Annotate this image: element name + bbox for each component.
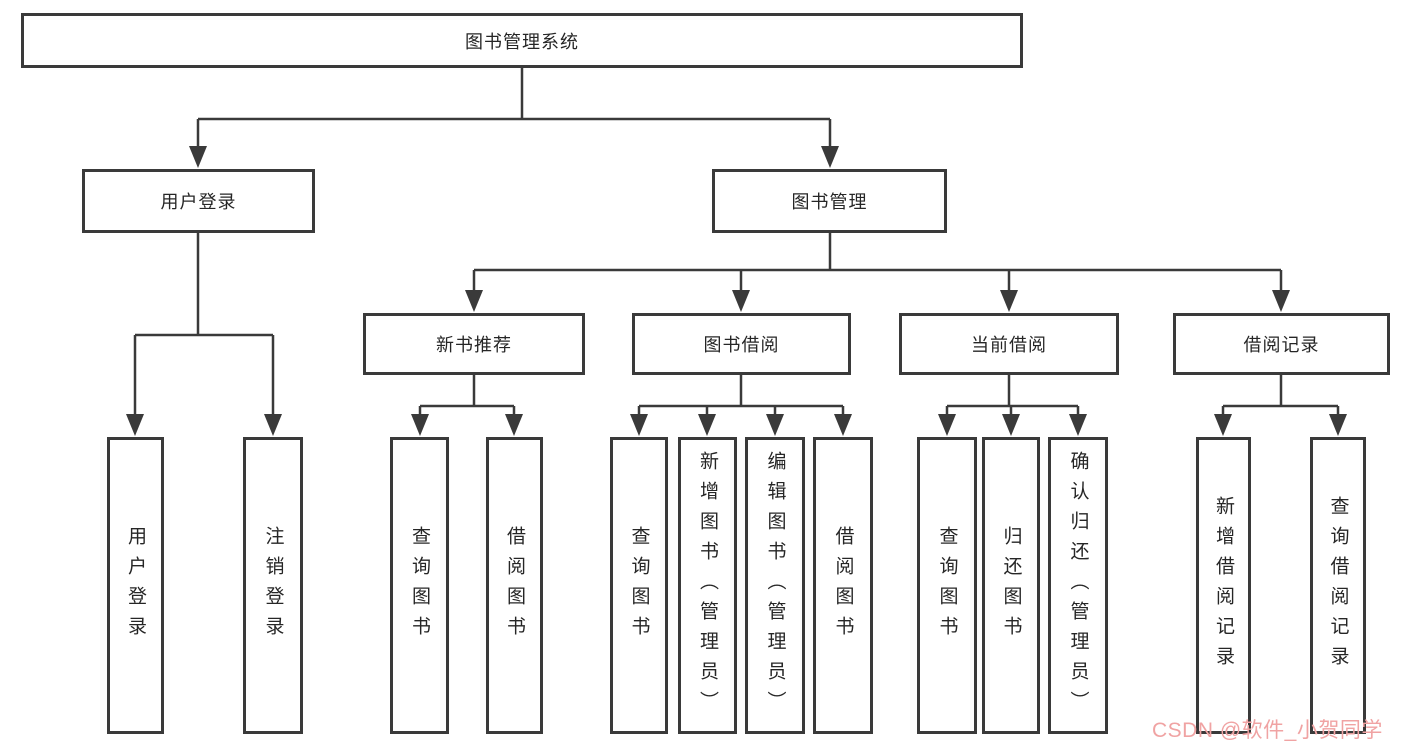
csdn-watermark: CSDN @软件_小贺同学 <box>1152 719 1383 742</box>
leaf-borrow-books-2: 借阅图书 <box>813 437 873 734</box>
node-user-login: 用户登录 <box>82 169 315 233</box>
node-book-management: 图书管理 <box>712 169 947 233</box>
leaf-query-books-3: 查询图书 <box>917 437 977 734</box>
leaf-logout: 注销登录 <box>243 437 303 734</box>
leaf-confirm-return-admin: 确认归还（管理员） <box>1048 437 1108 734</box>
node-new-book-recommendation: 新书推荐 <box>363 313 585 375</box>
node-library-management-system: 图书管理系统 <box>21 13 1023 68</box>
leaf-query-borrow-record: 查询借阅记录 <box>1310 437 1366 734</box>
node-current-borrowing: 当前借阅 <box>899 313 1119 375</box>
leaf-user-login: 用户登录 <box>107 437 164 734</box>
node-book-borrowing: 图书借阅 <box>632 313 851 375</box>
leaf-add-borrow-record: 新增借阅记录 <box>1196 437 1251 734</box>
tree-branch-lines <box>133 68 1340 416</box>
leaf-return-books: 归还图书 <box>982 437 1040 734</box>
arrowheads <box>126 146 1347 436</box>
leaf-query-books-2: 查询图书 <box>610 437 668 734</box>
leaf-edit-books-admin: 编辑图书（管理员） <box>745 437 805 734</box>
leaf-add-books-admin: 新增图书（管理员） <box>678 437 737 734</box>
leaf-borrow-books: 借阅图书 <box>486 437 543 734</box>
leaf-query-books: 查询图书 <box>390 437 449 734</box>
node-borrowing-records: 借阅记录 <box>1173 313 1390 375</box>
